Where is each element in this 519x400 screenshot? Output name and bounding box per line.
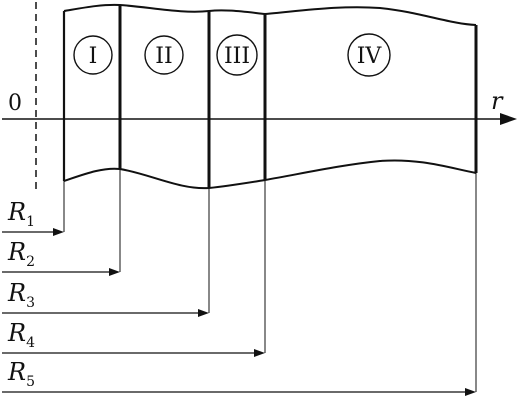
radius-label-r1: R1 xyxy=(7,198,35,230)
zone-label-2: II xyxy=(155,44,172,69)
body-bottom-boundary xyxy=(63,159,477,190)
zone-marker-2: II xyxy=(144,35,184,75)
radius-label-r2: R2 xyxy=(7,238,35,270)
zone-marker-1: I xyxy=(73,35,113,75)
zone-label-3: III xyxy=(224,44,250,69)
zone-marker-3: III xyxy=(216,34,258,76)
radius-arrowhead-r3 xyxy=(198,309,209,317)
radius-arrowhead-r2 xyxy=(109,268,120,276)
radius-label-r3: R3 xyxy=(7,279,35,311)
radius-label-r4: R4 xyxy=(7,319,35,351)
zone-label-1: I xyxy=(89,44,98,69)
radius-arrowhead-r4 xyxy=(254,349,265,357)
zone-marker-4: IV xyxy=(347,33,391,77)
zone-label-4: IV xyxy=(357,44,383,69)
r-axis-arrowhead xyxy=(500,113,517,125)
body-top-boundary xyxy=(63,3,477,26)
r-axis-label: r xyxy=(491,87,504,115)
radius-label-r5: R5 xyxy=(7,358,35,390)
radius-arrowhead-r5 xyxy=(465,388,476,396)
origin-label: 0 xyxy=(8,91,22,116)
radius-arrowhead-r1 xyxy=(53,228,64,236)
